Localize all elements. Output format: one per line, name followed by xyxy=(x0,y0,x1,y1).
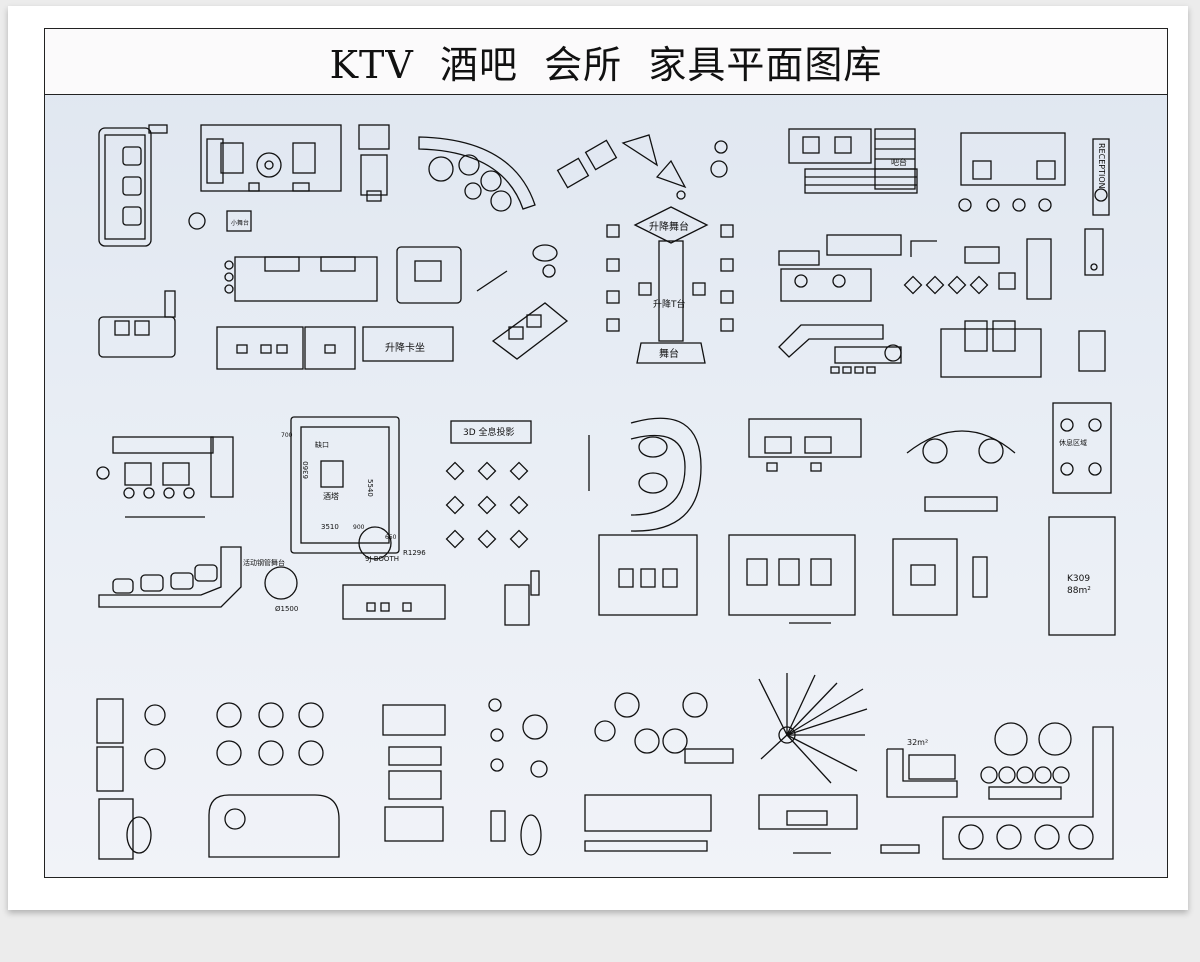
cafe-tables xyxy=(903,238,1052,300)
lift-stage-layout: 升降舞台 升降T台 舞台 xyxy=(606,206,734,364)
dim-650: 650 xyxy=(385,534,397,541)
sofa-corner-set xyxy=(396,246,508,304)
lift-booth: 升降卡坐 xyxy=(362,326,454,362)
private-room-a xyxy=(342,584,446,620)
page-title: KTV 酒吧 会所 家具平面图库 xyxy=(329,43,883,87)
dim-3510: 3510 xyxy=(321,523,339,531)
k309-label: K309 xyxy=(1067,574,1090,584)
lift-booth-label: 升降卡坐 xyxy=(385,341,425,354)
lounge-long-sofa xyxy=(224,256,378,302)
lounge-sofa-set: 小舞台 xyxy=(188,124,342,232)
dining-tables xyxy=(584,692,734,852)
paper-sheet: KTV 酒吧 会所 家具平面图库 xyxy=(8,6,1188,910)
pool-table xyxy=(1084,228,1104,276)
radius-label: R1296 xyxy=(403,549,426,557)
curved-banquette xyxy=(491,244,569,360)
stage-label: 舞台 xyxy=(659,347,679,360)
tower-bar: 缺口 酒塔 6360 5540 3510 700 900 650 9J BOOT… xyxy=(281,416,426,563)
long-table-booth xyxy=(382,704,446,842)
diameter-label: Ø1500 xyxy=(275,605,298,613)
office-desk xyxy=(958,132,1066,212)
dim-5540: 5540 xyxy=(366,479,374,497)
rest-area-label: 休息区域 xyxy=(1059,438,1087,447)
room-32-label: 32m² xyxy=(907,738,928,747)
booth-table-rows xyxy=(748,418,862,472)
booth-label: 9J BOOTH xyxy=(365,555,399,563)
booth-pair xyxy=(216,326,356,370)
bar-counter-wood: 吧台 xyxy=(788,128,918,194)
tower-label: 酒塔 xyxy=(323,491,339,501)
bar-stools-layout xyxy=(96,436,234,518)
k309-area-label: 88m² xyxy=(1067,586,1091,596)
gap-label: 缺口 xyxy=(315,440,329,449)
round-booth-arc xyxy=(588,417,702,532)
bar-label: 吧台 xyxy=(891,157,907,167)
small-stage-label: 小舞台 xyxy=(231,219,249,227)
ktv-room-c xyxy=(598,534,698,616)
corner-sofa-small xyxy=(98,290,176,358)
chairs-left-group xyxy=(96,698,166,860)
sofa-booth-large xyxy=(940,320,1106,378)
bar-seating-cluster xyxy=(778,234,902,302)
holo-label: 3D 全息投影 xyxy=(463,426,515,438)
private-room-b xyxy=(504,570,540,626)
sunburst-stage xyxy=(758,673,868,854)
curved-sofa-pair xyxy=(906,430,1016,512)
dim-900: 900 xyxy=(353,524,365,531)
reception-desk: RECEPTION xyxy=(1092,138,1110,216)
cocktail-tables xyxy=(556,134,728,200)
holo-projection: 3D 全息投影 xyxy=(445,420,532,549)
room-32m2: 32m² xyxy=(880,738,958,854)
bar-table-row xyxy=(358,124,390,202)
irregular-bar xyxy=(98,546,242,608)
curved-bar-counter xyxy=(418,136,536,212)
vip-lounge xyxy=(942,722,1114,860)
lift-stage-label: 升降舞台 xyxy=(649,220,689,233)
lift-t-label: 升降T台 xyxy=(653,298,686,310)
rest-area: 休息区域 xyxy=(1052,402,1112,494)
ktv-room-e xyxy=(892,538,988,616)
rotating-label: 活动钢管舞台 xyxy=(243,558,285,567)
reception-label: RECEPTION xyxy=(1097,143,1106,189)
corner-bar-b xyxy=(778,324,902,374)
dim-6360: 6360 xyxy=(302,461,310,479)
scattered-chairs xyxy=(488,698,548,856)
sofa-booth-1 xyxy=(98,124,168,247)
quad-table-grid xyxy=(208,702,340,858)
furniture-plan-library: 小舞台 xyxy=(96,124,1116,860)
k309-room: K309 88m² xyxy=(1048,516,1116,636)
rotating-pole-stage: 活动钢管舞台 Ø1500 xyxy=(243,558,298,613)
dim-700: 700 xyxy=(281,432,293,439)
title-bar: KTV 酒吧 会所 家具平面图库 xyxy=(45,29,1167,95)
drawing-frame: KTV 酒吧 会所 家具平面图库 xyxy=(44,28,1168,878)
ktv-room-d xyxy=(728,534,856,624)
